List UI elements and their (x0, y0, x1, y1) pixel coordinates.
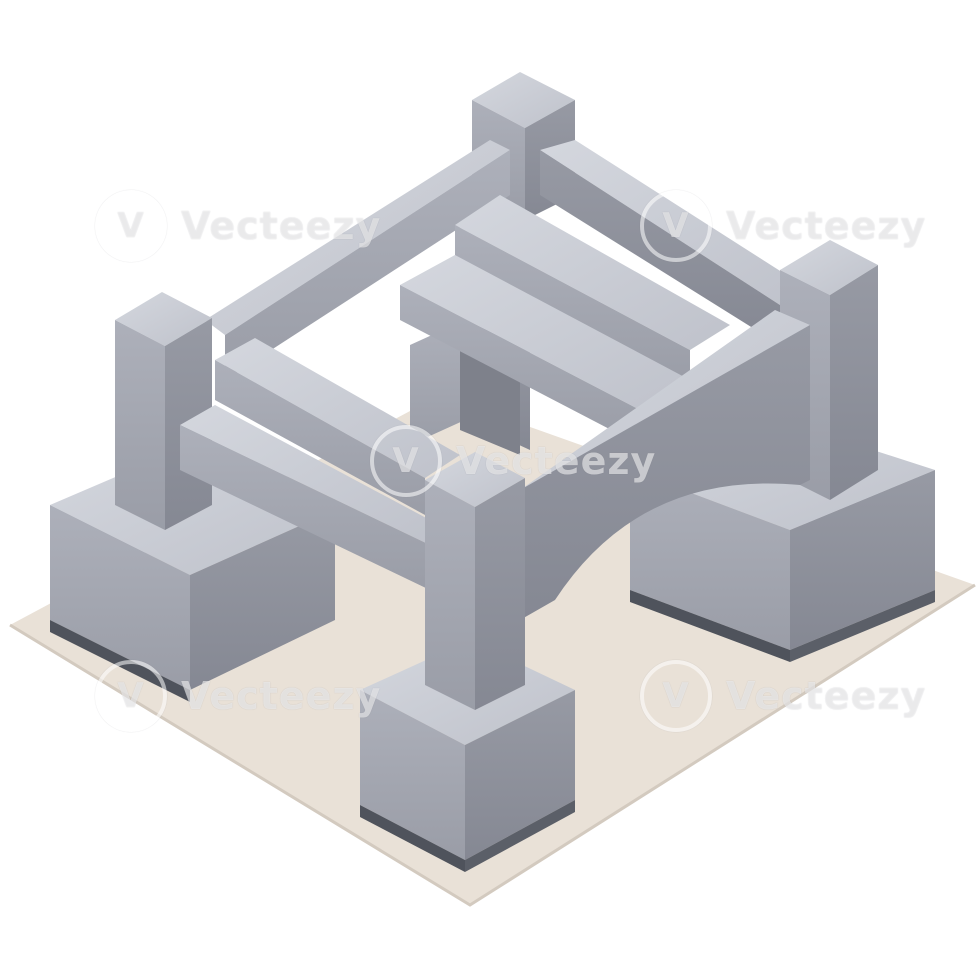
post-front (425, 452, 525, 710)
post-left (115, 292, 212, 530)
beam-back-right (540, 140, 810, 345)
beam-front-left-lower (180, 405, 430, 590)
beam-front-right-arch (520, 310, 810, 620)
inner-beam-2 (400, 255, 690, 445)
beam-back-left (205, 140, 510, 380)
inner-beam-1 (455, 195, 730, 385)
